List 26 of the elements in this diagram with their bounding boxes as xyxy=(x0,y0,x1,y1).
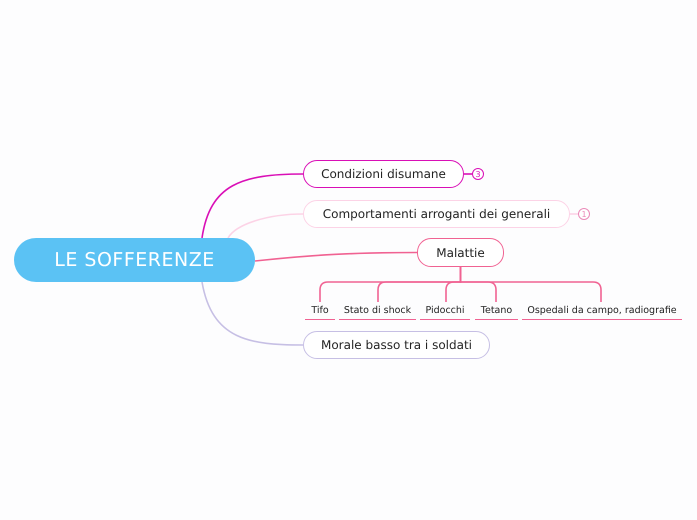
node-text: Ospedali da campo, radiografie xyxy=(527,305,677,316)
connector-line xyxy=(570,213,578,215)
node-text: Malattie xyxy=(436,246,485,260)
node-text: LE SOFFERENZE xyxy=(54,249,215,271)
node-text: Pidocchi xyxy=(425,305,465,316)
topic-box xyxy=(303,160,464,188)
node-text: Comportamenti arroganti dei generali xyxy=(322,207,550,221)
node-text: Morale basso tra i soldati xyxy=(320,338,472,352)
node-text: Condizioni disumane xyxy=(321,167,446,181)
count-badge xyxy=(578,208,590,220)
connector-line xyxy=(201,282,303,346)
node-text: Stato di shock xyxy=(344,305,412,316)
topic-box xyxy=(417,238,504,267)
connector-line xyxy=(460,267,602,302)
connector-line xyxy=(201,173,304,238)
node-text: Tetano xyxy=(480,305,512,316)
topic-box xyxy=(303,200,570,228)
connector-line xyxy=(254,252,417,262)
node-text: 3 xyxy=(475,170,481,178)
connector-line xyxy=(464,173,472,175)
node-text: Tifo xyxy=(311,305,329,316)
node-text: 1 xyxy=(581,210,587,218)
central-topic-box xyxy=(14,238,255,282)
topic-box xyxy=(303,331,490,359)
count-badge xyxy=(472,168,484,180)
connector-line xyxy=(227,213,304,238)
